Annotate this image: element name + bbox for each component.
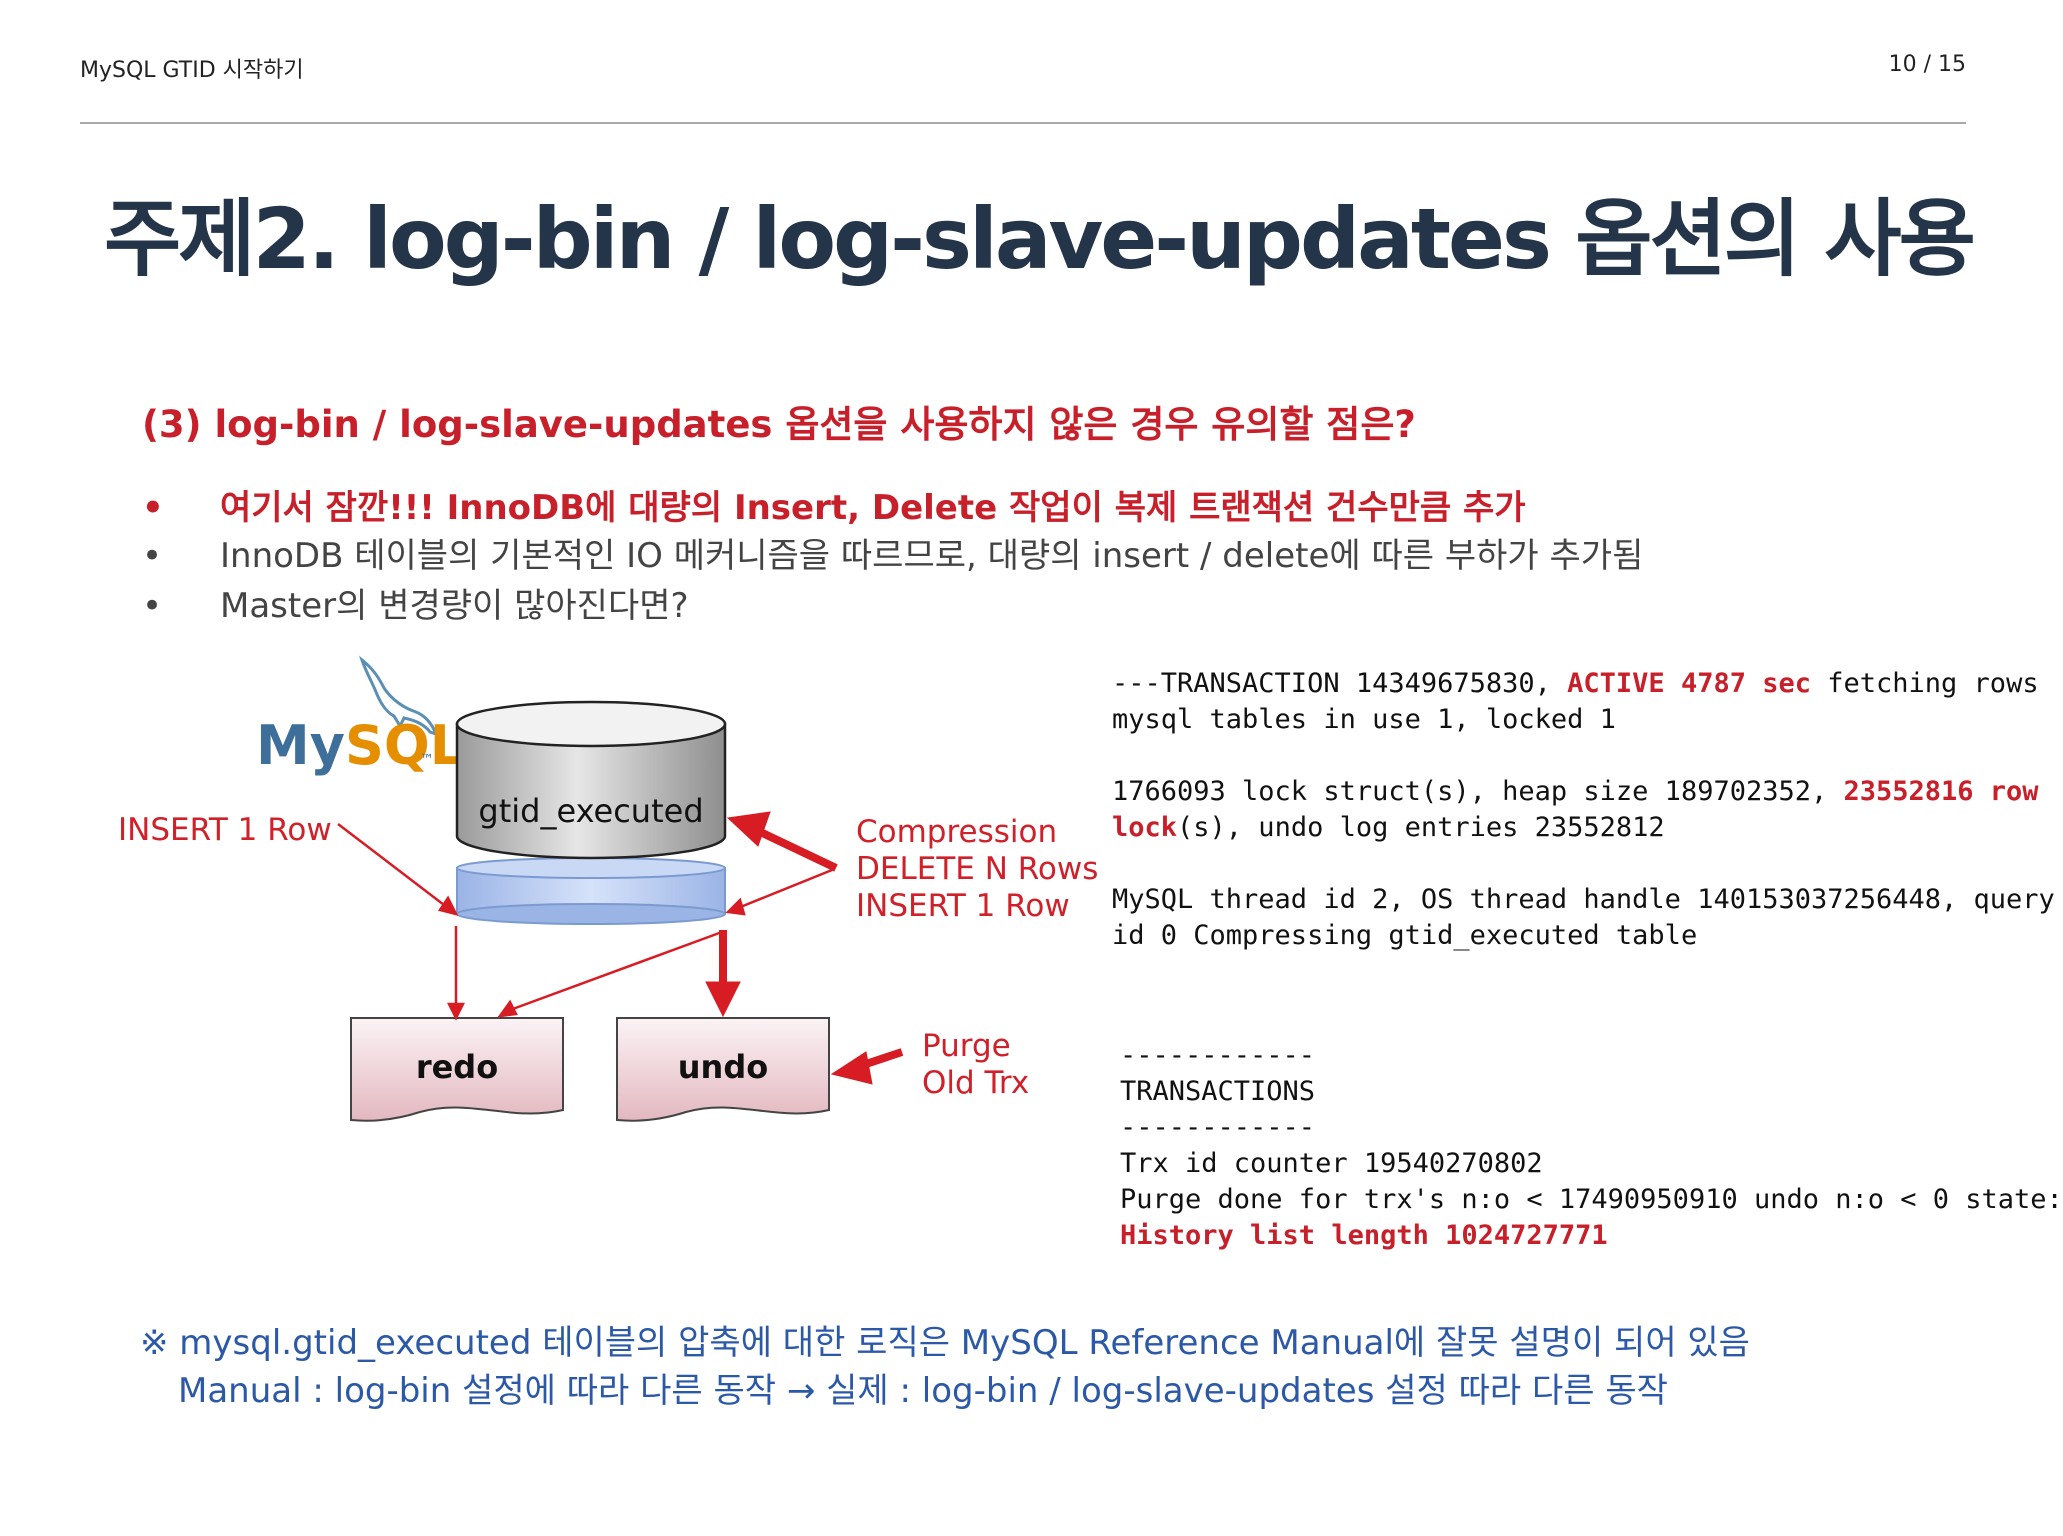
bullet-dot: • [142, 586, 163, 626]
slide-title: 주제2. log-bin / log-slave-updates 옵션의 사용 [104, 190, 1976, 288]
undo-log-document: undo [616, 1017, 830, 1122]
thick-arrows [705, 811, 904, 1085]
compression-label-line1: Compression [856, 814, 1057, 850]
bullet-dot: • [142, 536, 163, 576]
slide-subtitle: (3) log-bin / log-slave-updates 옵션을 사용하지… [142, 403, 1416, 446]
bullet-text: InnoDB 테이블의 기본적인 IO 메커니즘을 따르므로, 대량의 inse… [220, 536, 1644, 576]
document-title: MySQL GTID 시작하기 [80, 58, 304, 83]
insert-row-label: INSERT 1 Row [118, 812, 332, 848]
purge-label-line2: Old Trx [922, 1065, 1029, 1101]
transactions-separator: ------------ [1120, 1112, 1316, 1143]
status-line: MySQL thread id 2, OS thread handle 1401… [1112, 884, 2055, 915]
transactions-separator: ------------ [1120, 1040, 1316, 1071]
status-line: Trx id counter 19540270802 [1120, 1148, 1543, 1179]
header-divider [80, 122, 1966, 124]
transactions-heading: TRANSACTIONS [1120, 1076, 1316, 1107]
status-line: id 0 Compressing gtid_executed table [1112, 920, 1698, 951]
trademark-mark: ™ [420, 752, 434, 768]
status-line: mysql tables in use 1, locked 1 [1112, 704, 1616, 735]
compression-label-line3: INSERT 1 Row [856, 888, 1070, 924]
note-line: Manual : log-bin 설정에 따라 다른 동작 → 실제 : log… [178, 1371, 1668, 1411]
status-line: 1766093 lock struct(s), heap size 189702… [1112, 776, 2039, 807]
bullet-item: • InnoDB 테이블의 기본적인 IO 메커니즘을 따르므로, 대량의 ins… [142, 528, 1643, 577]
gtid-executed-cylinder: gtid_executed [455, 700, 727, 860]
cylinder-label: gtid_executed [478, 792, 703, 830]
compression-label-line2: DELETE N Rows [856, 851, 1098, 887]
mysql-logo: MySQL ™ [256, 655, 464, 777]
status-line: Purge done for trx's n:o < 17490950910 u… [1120, 1184, 2063, 1215]
history-list-length: History list length 1024727771 [1120, 1220, 1608, 1251]
note-line: ※ mysql.gtid_executed 테이블의 압축에 대한 로직은 My… [140, 1323, 1750, 1363]
redo-log-document: redo [350, 1017, 564, 1122]
bullet-text: 여기서 잠깐!!! InnoDB에 대량의 Insert, Delete 작업이… [220, 488, 1526, 528]
status-line: lock(s), undo log entries 23552812 [1112, 812, 1665, 843]
status-line: ---TRANSACTION 14349675830, ACTIVE 4787 … [1112, 668, 2039, 699]
bullet-dot: • [142, 488, 164, 528]
bullet-item: • 여기서 잠깐!!! InnoDB에 대량의 Insert, Delete 작업… [142, 480, 1526, 529]
flow-arrows [337, 823, 833, 1021]
dolphin-icon [358, 655, 439, 737]
bullet-item: • Master의 변경량이 많아진다면? [142, 578, 689, 627]
undo-label: undo [678, 1048, 768, 1086]
redo-label: redo [416, 1048, 498, 1086]
table-disk-shape [456, 857, 726, 925]
bullet-text: Master의 변경량이 많아진다면? [220, 586, 689, 626]
page-indicator: 10 / 15 [1888, 52, 1966, 77]
mysql-logo-my: MySQL [256, 714, 464, 777]
purge-label-line1: Purge [922, 1028, 1011, 1064]
